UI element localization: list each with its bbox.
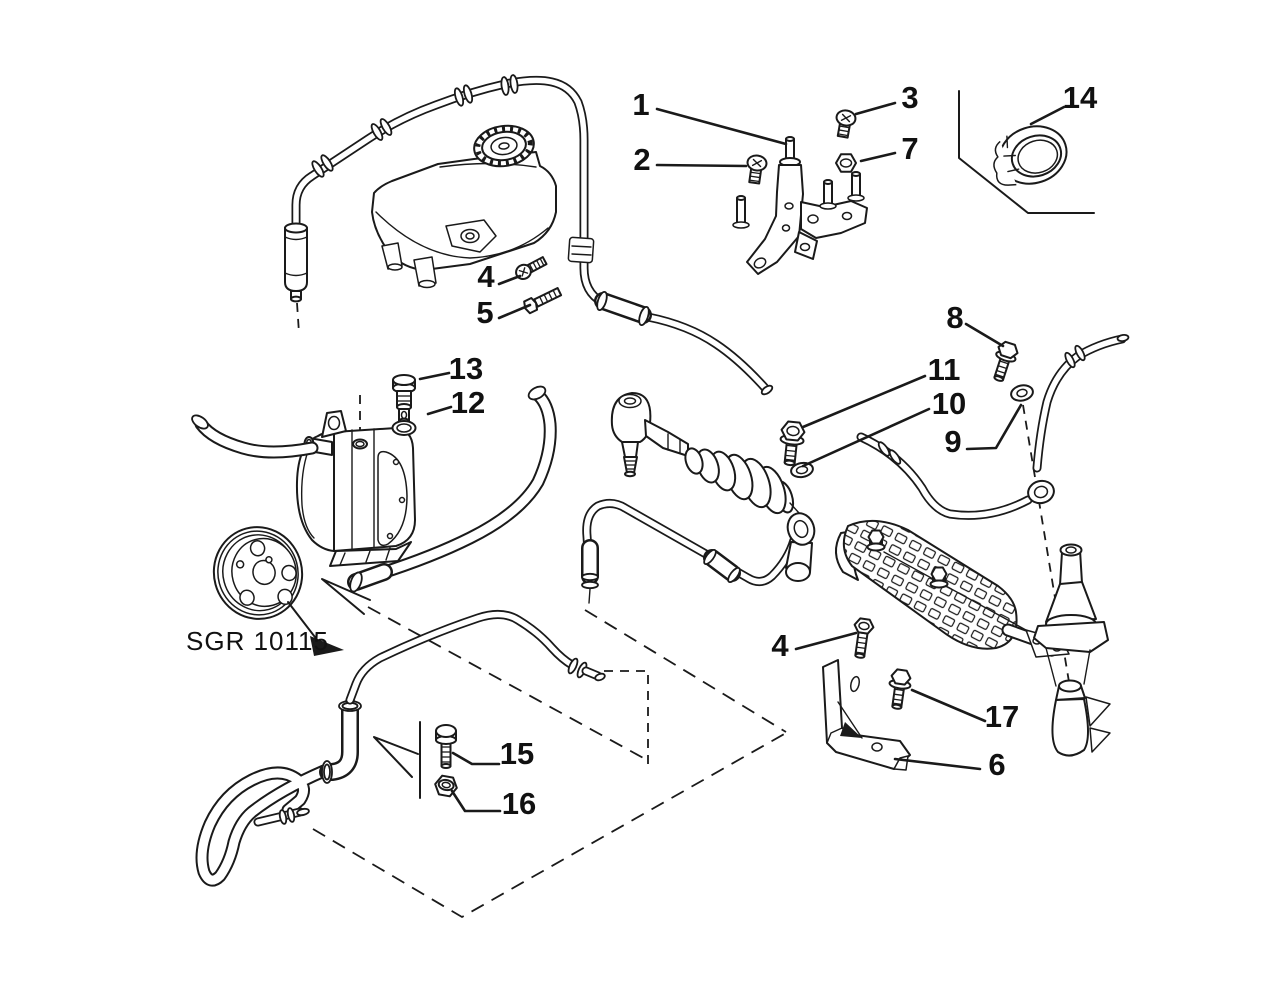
- projection-dashed-lines: [296, 302, 1070, 919]
- reservoir-cap: [473, 124, 535, 168]
- callout-6: 6: [988, 747, 1005, 782]
- callout-15: 15: [500, 736, 534, 771]
- hose-bead-rings: [311, 74, 519, 178]
- pipe-open-end: [296, 807, 310, 817]
- pulley-center-hole: [252, 559, 276, 586]
- return-hose: [347, 385, 557, 593]
- reservoir-spout: [413, 256, 437, 287]
- suction-hose: [191, 414, 319, 459]
- bolt-part17: [888, 668, 912, 710]
- bolt-part11: [779, 420, 806, 467]
- bolt-part15: [435, 724, 457, 769]
- power-steering-pump: [295, 395, 416, 567]
- housing-bolt: [866, 529, 886, 552]
- rack-feed-pipe: [581, 498, 799, 604]
- callout-5: 5: [476, 295, 493, 330]
- callout-labels: 1 2 3 7 4 5 13 12 8 11 10 9 14 4 17 6 15…: [186, 80, 1098, 821]
- callout-16: 16: [502, 786, 536, 821]
- callout-leaders: [418, 101, 1066, 813]
- rack-boot: [684, 447, 800, 515]
- callout-10: 10: [932, 386, 966, 421]
- pump-pulley: [212, 526, 304, 620]
- pointer-arrows: [287, 578, 421, 799]
- banjo-bolt-part13: [392, 374, 416, 425]
- callout-3: 3: [901, 80, 918, 115]
- pump-cover: [377, 450, 408, 547]
- callout-4a: 4: [477, 259, 495, 294]
- screw-part3: [835, 109, 857, 139]
- callout-8: 8: [946, 300, 963, 335]
- callout-4b: 4: [771, 628, 789, 663]
- washer-part10: [790, 461, 814, 479]
- callout-14: 14: [1063, 80, 1098, 115]
- callout-17: 17: [985, 699, 1019, 734]
- pipe-clip: [567, 236, 595, 264]
- bolt-part4-bottom: [853, 617, 875, 659]
- o-ring-part12: [391, 420, 417, 436]
- pinion-tower: [1033, 543, 1109, 687]
- callout-13: 13: [449, 351, 483, 386]
- sgr-leader: [287, 601, 319, 642]
- callout-1: 1: [632, 87, 649, 122]
- rack-mount-boss: [785, 512, 816, 582]
- bolt-part5: [523, 287, 563, 315]
- bolt-part8: [993, 340, 1019, 382]
- pump-bracket: [329, 541, 412, 567]
- detail-border: [958, 90, 1095, 214]
- callout-11: 11: [928, 352, 961, 387]
- bolt-part4-top: [515, 256, 548, 280]
- hose-clamp-part14: [993, 125, 1068, 186]
- callout-2: 2: [633, 142, 650, 177]
- reservoir-assembly: [284, 74, 774, 396]
- callout-7: 7: [901, 131, 918, 166]
- sgr-group-label: SGR 10115: [186, 626, 329, 656]
- support-bracket-part1: [732, 136, 868, 275]
- reservoir-tank: [371, 151, 557, 289]
- tie-rod: [644, 419, 689, 457]
- sgr-arrowhead: [310, 636, 344, 656]
- hose-pointer-arrow: [373, 736, 419, 778]
- hose-damper: [284, 222, 308, 303]
- support-bracket-part6: [822, 659, 911, 771]
- nut-part7: [835, 153, 857, 173]
- pulley-pointer-arrow: [321, 578, 371, 615]
- housing-bolt: [929, 566, 949, 589]
- washer-part9: [1010, 384, 1034, 402]
- callout-12: 12: [451, 385, 485, 420]
- screw-part2: [746, 154, 768, 185]
- hose-sleeve: [594, 290, 652, 327]
- lower-return-hose: [195, 610, 606, 887]
- pipe-open-end: [760, 384, 774, 396]
- rack-pipes: [856, 333, 1130, 520]
- tie-rod-end: [610, 392, 689, 478]
- steering-rack-assembly: [581, 333, 1130, 757]
- hose-open-end: [527, 385, 547, 401]
- callout-9: 9: [944, 424, 961, 459]
- rack-lower-bushing: [1051, 679, 1111, 757]
